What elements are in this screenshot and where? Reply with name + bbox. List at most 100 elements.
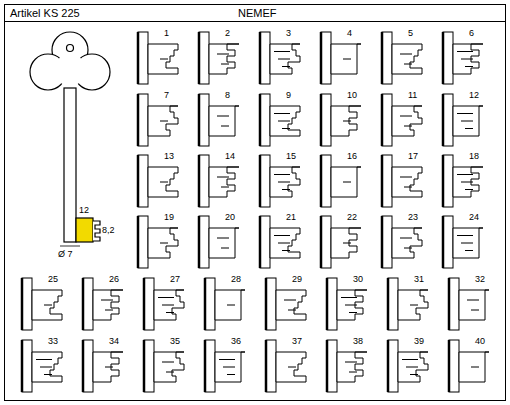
slot	[278, 182, 290, 183]
bit-profile	[321, 216, 361, 268]
callout-number: 28	[231, 275, 241, 284]
slot	[345, 362, 357, 363]
bit-profile	[327, 278, 367, 330]
slot	[160, 121, 168, 122]
slot	[457, 235, 473, 236]
slot	[282, 128, 290, 129]
bit-profile	[449, 278, 489, 330]
slot	[288, 367, 296, 368]
bit-profile	[266, 278, 306, 330]
callout-number: 21	[286, 213, 296, 222]
slot	[341, 297, 357, 298]
bit-profile	[260, 155, 300, 207]
slot	[278, 121, 290, 122]
bit	[453, 44, 483, 74]
shaft	[388, 278, 398, 330]
slot	[404, 187, 412, 188]
callout-number: 31	[414, 275, 424, 284]
bit-profile	[443, 94, 483, 146]
callout-number: 11	[408, 91, 417, 100]
callout-number: 36	[231, 337, 241, 346]
callout-number: 23	[408, 213, 418, 222]
bit	[392, 106, 422, 136]
bit	[215, 290, 245, 320]
dimension: Ø 7	[58, 250, 73, 259]
slot	[166, 312, 174, 313]
shaft	[22, 278, 32, 330]
bit	[154, 290, 184, 320]
slot	[465, 189, 473, 190]
callout-number: 10	[347, 91, 357, 100]
slot	[457, 51, 473, 52]
dimension: 12	[79, 206, 89, 215]
callout-number: 13	[164, 152, 174, 161]
bit	[337, 352, 367, 382]
callout-number: 14	[225, 152, 235, 161]
slot	[410, 305, 418, 306]
slot	[288, 310, 296, 311]
slot	[282, 250, 290, 251]
slot	[160, 182, 168, 183]
bit	[453, 228, 483, 258]
shaft	[321, 94, 331, 146]
shaft	[321, 32, 331, 84]
slot	[274, 51, 290, 52]
bit-profile	[388, 340, 428, 392]
shaft	[321, 155, 331, 207]
slot	[223, 367, 235, 368]
shaft	[260, 32, 270, 84]
callout-number: 19	[164, 213, 174, 222]
bit-profile	[199, 94, 239, 146]
dimension: 8,2	[102, 226, 115, 235]
shaft	[205, 340, 215, 392]
slot	[400, 116, 412, 117]
callout-number: 40	[475, 337, 485, 346]
bit-profile	[443, 155, 483, 207]
shaft	[382, 216, 392, 268]
bit-profile	[382, 155, 422, 207]
bit	[331, 228, 361, 258]
shaft	[138, 94, 148, 146]
slot	[343, 121, 351, 122]
bit-profile	[138, 32, 178, 84]
bit	[392, 228, 422, 258]
slot	[410, 374, 418, 375]
callout-number: 22	[347, 213, 357, 222]
slot	[105, 367, 113, 368]
slot	[461, 182, 473, 183]
callout-number: 39	[414, 337, 424, 346]
slot	[217, 177, 229, 178]
bit-profile	[22, 340, 62, 392]
slot	[471, 367, 479, 368]
callout-number: 6	[469, 29, 474, 38]
bit-profile	[382, 216, 422, 268]
bit	[148, 228, 178, 258]
bit	[148, 106, 178, 136]
callout-number: 35	[170, 337, 180, 346]
bit-profile	[382, 32, 422, 84]
bit	[453, 167, 483, 197]
slot	[404, 64, 412, 65]
bit-profile	[260, 32, 300, 84]
bit-profile	[138, 216, 178, 268]
callout-number: 34	[109, 337, 119, 346]
shaft	[443, 155, 453, 207]
bit-profile	[321, 32, 361, 84]
slot	[221, 248, 229, 249]
bit-profile	[199, 216, 239, 268]
slot	[217, 238, 229, 239]
callout-number: 5	[408, 29, 413, 38]
slot	[349, 372, 357, 373]
slot	[160, 59, 168, 60]
header-rule	[5, 21, 506, 22]
bit	[148, 44, 178, 74]
frame	[5, 5, 506, 401]
bit	[453, 106, 483, 136]
bit	[32, 290, 62, 320]
callout-number: 7	[164, 91, 169, 100]
slot	[402, 359, 418, 360]
slot	[217, 54, 229, 55]
slot	[160, 243, 168, 244]
bit	[276, 290, 306, 320]
